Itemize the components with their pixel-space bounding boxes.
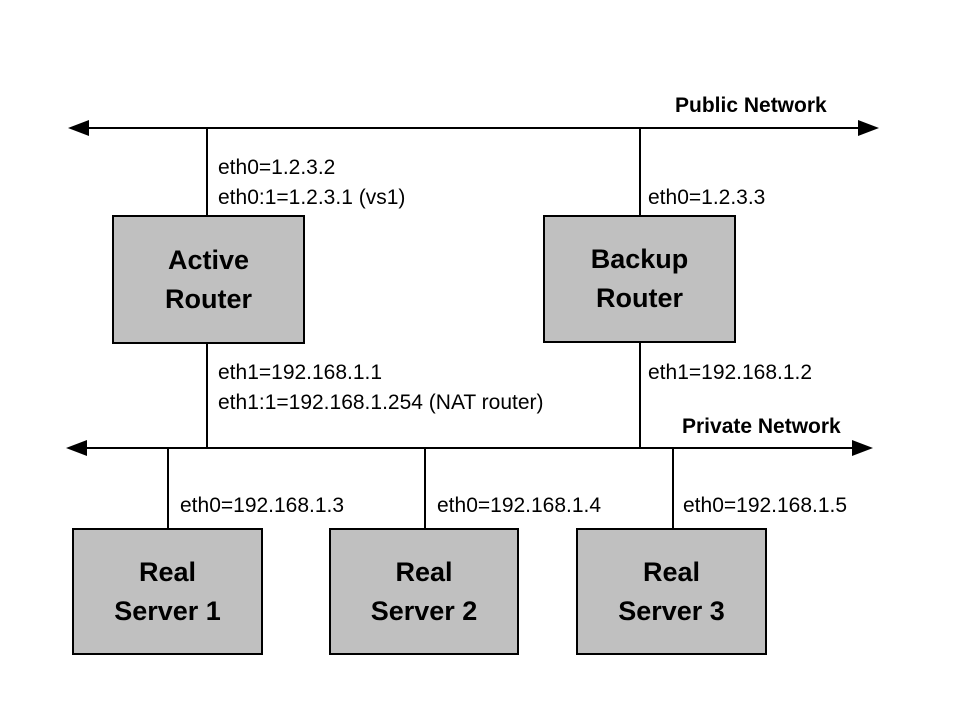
real-server-2-uplink-line — [424, 448, 426, 528]
real-server-3-label-line2: Server 3 — [618, 595, 725, 626]
real-server-3-box: Real Server 3 — [576, 528, 767, 655]
real-server-1-label-line1: Real — [138, 556, 197, 587]
backup-router-label-line2: Router — [596, 283, 683, 313]
real-server-1-box: Real Server 1 — [72, 528, 263, 655]
private-network-right-arrow-icon — [852, 440, 873, 456]
public-network-right-arrow-icon — [858, 120, 879, 136]
public-network-line — [84, 127, 864, 129]
real-server-3-label-line1: Real — [642, 556, 701, 587]
real-server-2-eth0-label: eth0=192.168.1.4 — [437, 494, 602, 517]
active-router-eth1-alias-label: eth1:1=192.168.1.254 (NAT router) — [218, 391, 544, 414]
private-network-label: Private Network — [682, 415, 841, 438]
real-server-3-eth0-label: eth0=192.168.1.5 — [683, 494, 848, 517]
active-router-box: Active Router — [112, 215, 305, 344]
private-network-line — [84, 447, 856, 449]
public-network-left-arrow-icon — [68, 120, 89, 136]
real-server-1-eth0-label: eth0=192.168.1.3 — [180, 494, 345, 517]
public-network-label: Public Network — [675, 94, 827, 117]
real-server-1-label-line2: Server 1 — [114, 595, 221, 626]
backup-router-eth0-label: eth0=1.2.3.3 — [648, 186, 766, 209]
backup-router-downlink-line — [639, 342, 641, 448]
private-network-left-arrow-icon — [66, 440, 87, 456]
active-router-downlink-line — [206, 343, 208, 448]
real-server-2-box: Real Server 2 — [329, 528, 519, 655]
real-server-1-uplink-line — [167, 448, 169, 528]
backup-router-label-line1: Backup — [590, 244, 689, 274]
active-router-uplink-line — [206, 128, 208, 215]
active-router-eth0-label: eth0=1.2.3.2 — [218, 156, 336, 179]
active-router-eth1-label: eth1=192.168.1.1 — [218, 361, 383, 384]
active-router-label-line1: Active — [167, 244, 250, 275]
backup-router-eth1-label: eth1=192.168.1.2 — [648, 361, 813, 384]
real-server-3-uplink-line — [672, 448, 674, 528]
active-router-label-line2: Router — [165, 283, 252, 314]
real-server-2-label-line2: Server 2 — [370, 595, 478, 626]
active-router-eth0-alias-label: eth0:1=1.2.3.1 (vs1) — [218, 186, 406, 209]
backup-router-uplink-line — [639, 128, 641, 215]
backup-router-box: Backup Router — [543, 215, 736, 343]
real-server-2-label-line1: Real — [395, 556, 453, 587]
